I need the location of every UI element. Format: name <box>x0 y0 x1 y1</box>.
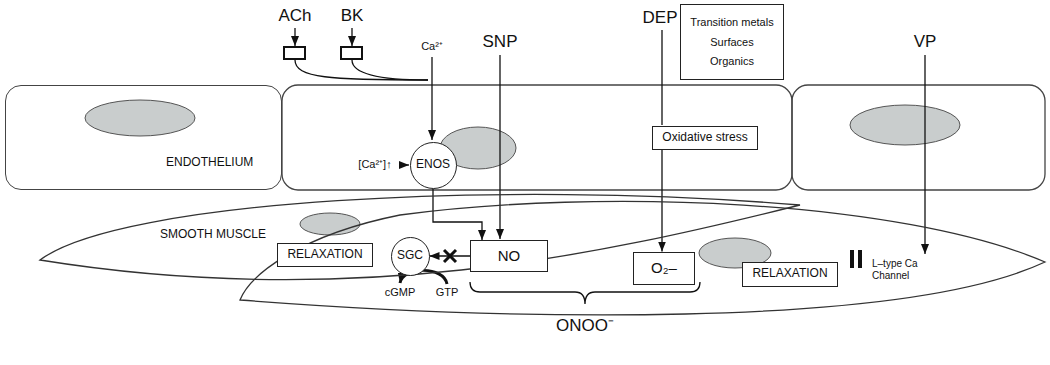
agonist-label: BK <box>341 6 364 26</box>
node-text: RELAXATION <box>752 267 827 281</box>
endothelial-cell <box>792 85 1045 190</box>
agonist-label: ACh <box>278 6 311 26</box>
node-text: NO <box>498 247 521 264</box>
outcome-box: RELAXATION <box>277 243 373 267</box>
node-text: SGC <box>397 249 423 263</box>
calcium-arrow <box>431 57 432 140</box>
exposure-line <box>661 30 662 125</box>
reaction-brace <box>470 282 700 304</box>
molecule-label: cGMP <box>385 286 416 299</box>
cell-membrane <box>240 201 1045 314</box>
product-label: ONOO⁻ <box>556 316 614 336</box>
node-text: Oxidative stress <box>662 131 747 145</box>
smooth-muscle-cell: SMOOTH MUSCLE RELAXATION SGC NO O₂– RELAXATIO… <box>40 180 1045 325</box>
blocker-arrow <box>924 55 925 254</box>
connector-arrow <box>661 150 662 252</box>
endothelial-cell: ENDOTHELIUM <box>5 85 282 190</box>
enzyme-circle: ENOS <box>410 142 457 189</box>
node-text: RELAXATION <box>287 248 362 262</box>
node-text: Transition metals <box>690 16 773 29</box>
source-box: Transition metalsSurfacesOrganics <box>680 4 784 80</box>
molecule-box: O₂– <box>633 252 695 285</box>
agonist-arrow <box>294 28 295 46</box>
nucleus <box>85 100 195 136</box>
endothelial-cell <box>282 85 792 190</box>
connector-arrow <box>430 255 471 256</box>
ion-label: Ca²⁺ <box>421 40 443 53</box>
process-box: Oxidative stress <box>652 126 758 150</box>
node-text: ENDOTHELIUM <box>166 156 253 170</box>
node-text: ENOS <box>416 158 450 172</box>
channel-label: L–type Ca Channel <box>872 258 952 281</box>
enzyme-circle: SGC <box>391 237 430 276</box>
donor-arrow <box>499 55 500 239</box>
molecule-box: NO <box>470 240 548 272</box>
donor-label: SNP <box>483 32 518 52</box>
node-text: O₂– <box>651 259 677 276</box>
receptor-symbol <box>284 47 305 59</box>
receptor-symbol <box>341 47 362 59</box>
outcome-box: RELAXATION <box>742 262 838 287</box>
node-text: Organics <box>710 55 754 68</box>
signal-curve <box>295 60 428 80</box>
nucleus <box>300 213 360 235</box>
node-text: Surfaces <box>710 36 753 49</box>
drug-label: VP <box>914 32 937 52</box>
activation-arrow <box>399 164 409 165</box>
agonist-arrow <box>351 28 352 46</box>
node-text: SMOOTH MUSCLE <box>160 228 266 242</box>
nucleus <box>850 105 960 145</box>
exposure-label: DEP <box>643 8 678 28</box>
ion-label: [Ca²⁺]↑ <box>358 158 391 171</box>
channel-symbol <box>850 250 854 268</box>
channel-symbol <box>858 250 862 268</box>
molecule-label: GTP <box>436 286 459 299</box>
signal-curve <box>352 60 428 80</box>
